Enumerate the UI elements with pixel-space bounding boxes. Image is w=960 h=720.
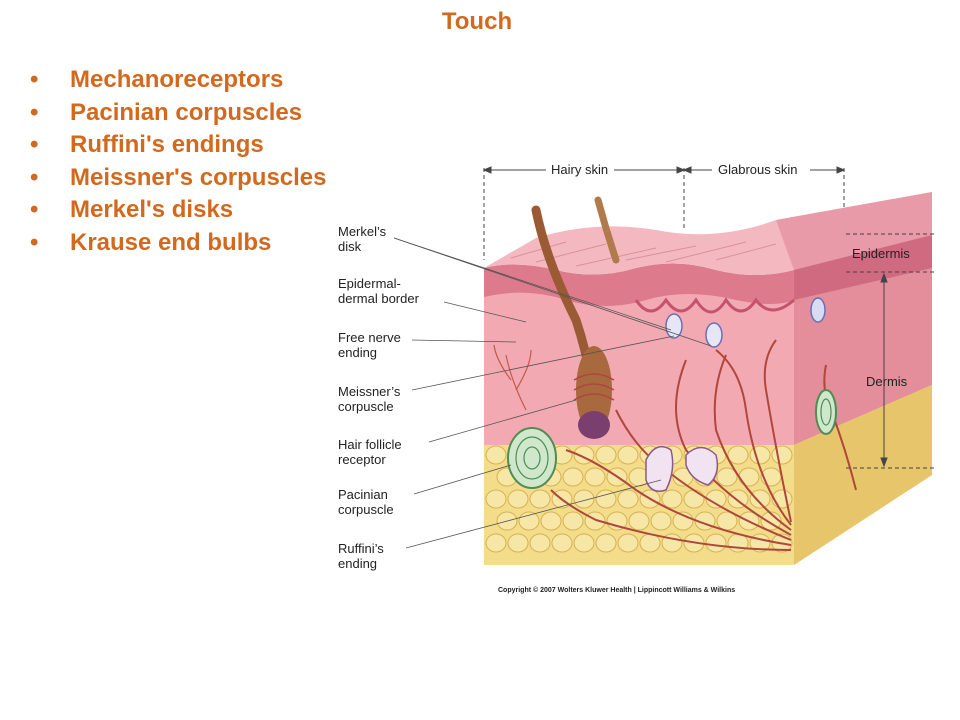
fat-cell <box>485 445 507 465</box>
hair-follicle <box>576 346 612 434</box>
fat-cell <box>518 511 540 531</box>
fat-cell <box>540 511 562 531</box>
dimension-arrows <box>482 166 888 468</box>
bullet-item: • Ruffini's endings <box>30 129 327 162</box>
bullet-item: • Krause end bulbs <box>30 227 327 260</box>
label-epidermis: Epidermis <box>852 246 910 261</box>
bullet-text: Ruffini's endings <box>70 131 264 158</box>
label-epidermal-dermal-border: Epidermal-dermal border <box>338 276 420 306</box>
fat-cell <box>639 533 661 553</box>
fat-cell <box>650 511 672 531</box>
label-dermis: Dermis <box>866 374 908 389</box>
bullet-item: • Mechanoreceptors <box>30 64 327 97</box>
nerve-fibers <box>550 339 857 551</box>
fat-cell <box>705 533 727 553</box>
bullet-text: Pacinian corpuscles <box>70 98 303 126</box>
bullet-text: Mechanoreceptors <box>70 66 284 93</box>
page-title: Touch <box>441 8 513 35</box>
meissner-corpuscle <box>665 313 683 339</box>
bullet-list: • Mechanoreceptors • Pacinian corpuscles •… <box>30 64 327 259</box>
label-hairy-skin: Hairy skin <box>551 162 608 177</box>
skin-diagram-svg: Hairy skin Glabrous skin Epidermis Dermi… <box>336 150 936 600</box>
fat-cell <box>749 489 771 509</box>
fat-cell <box>562 467 584 487</box>
fat-cell <box>617 445 639 465</box>
fat-cell <box>595 445 617 465</box>
pacinian-corpuscle <box>507 427 557 489</box>
fat-cell <box>617 489 639 509</box>
fat-cell <box>661 489 683 509</box>
pacinian-corpuscle <box>815 389 837 435</box>
hair-shaft <box>594 196 620 264</box>
fat-cell <box>771 445 793 465</box>
bullet-marker: • <box>30 131 39 158</box>
copyright-notice: Copyright © 2007 Wolters Kluwer Health |… <box>498 586 735 594</box>
skin-diagram: Hairy skin Glabrous skin Epidermis Dermi… <box>336 150 936 600</box>
ruffini-ending <box>645 445 719 492</box>
fat-cell <box>617 533 639 553</box>
bullet-item: • Merkel's disks <box>30 194 327 227</box>
fat-cell <box>584 467 606 487</box>
meissner-corpuscle <box>810 297 826 323</box>
fat-cell <box>738 467 760 487</box>
fat-cell <box>727 445 749 465</box>
fat-cell <box>529 489 551 509</box>
bullet-text: Krause end bulbs <box>70 228 272 256</box>
epidermal-dermal-border <box>634 297 795 314</box>
fat-cell <box>507 533 529 553</box>
bullet-marker: • <box>30 66 39 93</box>
fat-cell <box>507 489 529 509</box>
fat-cell <box>683 489 705 509</box>
fat-cell <box>551 533 573 553</box>
bullet-text: Merkel's disks <box>70 196 234 223</box>
label-glabrous-skin: Glabrous skin <box>718 162 797 177</box>
hair-follicle-receptor <box>573 373 615 401</box>
fat-cell <box>485 533 507 553</box>
bullet-item: • Meissner's corpuscles <box>30 162 327 195</box>
bullet-marker: • <box>30 228 39 256</box>
meissner-corpuscle <box>705 322 723 348</box>
fat-cell <box>529 533 551 553</box>
hair-bulb <box>578 411 610 439</box>
bullet-text: Meissner's corpuscles <box>70 163 327 191</box>
bullet-item: • Pacinian corpuscles <box>30 97 327 130</box>
leader-lines <box>393 237 712 549</box>
fat-cell <box>628 511 650 531</box>
free-nerve-ending <box>493 344 532 411</box>
fat-cell <box>485 489 507 509</box>
fat-cell <box>595 489 617 509</box>
epidermis-side <box>794 235 932 300</box>
fat-cell <box>573 489 595 509</box>
bullet-marker: • <box>30 98 39 126</box>
bullet-marker: • <box>30 163 39 191</box>
bullet-marker: • <box>30 196 39 223</box>
dimension-guides <box>483 168 936 469</box>
fat-cell <box>573 533 595 553</box>
fat-cell <box>716 467 738 487</box>
fat-cell <box>595 533 617 553</box>
fat-cell <box>562 511 584 531</box>
